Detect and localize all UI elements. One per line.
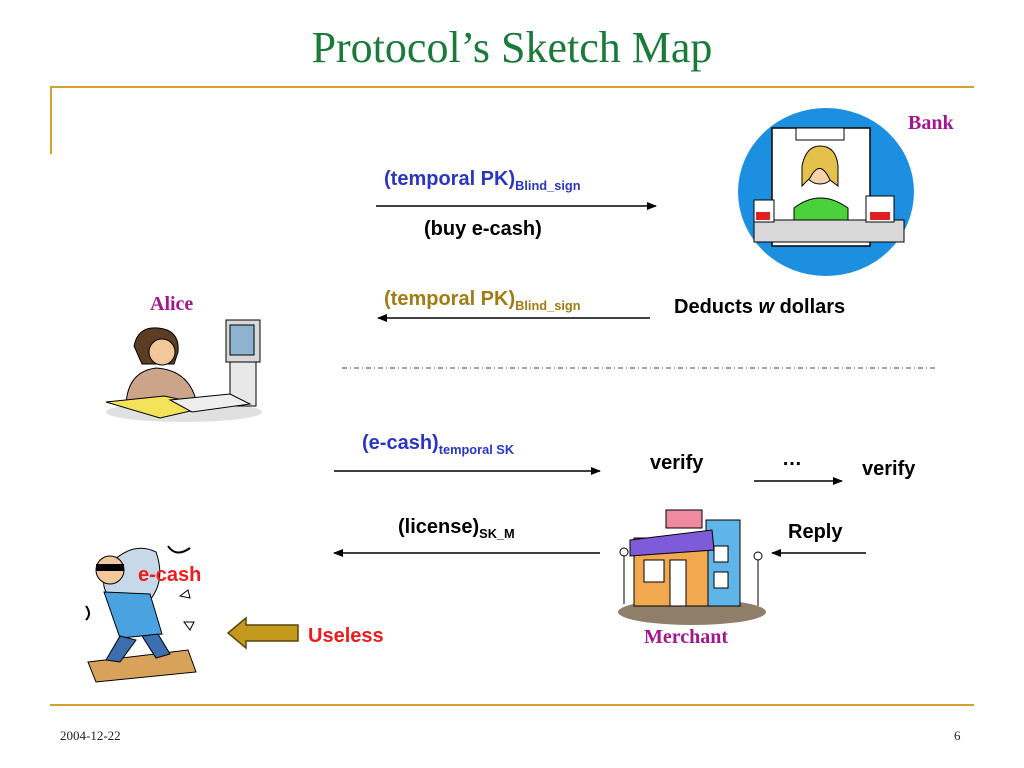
ecash-label: e-cash xyxy=(138,564,202,586)
verify-right-label: verify xyxy=(862,458,916,480)
msg1-note: (buy e-cash) xyxy=(424,218,542,240)
msg3-label: (e-cash)temporal SK xyxy=(362,432,515,457)
page-number: 6 xyxy=(954,728,961,743)
reply-label: Reply xyxy=(788,521,843,543)
useless-label: Useless xyxy=(308,625,384,647)
useless-block-arrow xyxy=(226,616,299,650)
msg4-label: (license)SK_M xyxy=(398,516,515,541)
bank-teller-icon xyxy=(738,108,914,276)
alice-at-computer-icon xyxy=(105,319,262,422)
merchant-label: Merchant xyxy=(644,626,729,648)
alice-label: Alice xyxy=(150,293,194,315)
msg2-label: (temporal PK)Blind_sign xyxy=(384,288,581,313)
slide-title: Protocol’s Sketch Map xyxy=(311,23,713,72)
merchant-shop-icon xyxy=(618,509,766,625)
footer-date: 2004-12-22 xyxy=(60,728,121,743)
bank-label: Bank xyxy=(908,112,954,134)
msg2-note: Deducts w dollars xyxy=(674,296,846,318)
verify-left-label: verify xyxy=(650,452,704,474)
footer-rule xyxy=(50,704,974,706)
title-rule-vertical xyxy=(50,86,52,154)
msg1-label: (temporal PK)Blind_sign xyxy=(384,168,581,193)
title-rule xyxy=(50,86,974,88)
ellipsis-label: … xyxy=(782,448,802,470)
thief-with-money-bag-icon xyxy=(85,545,197,683)
